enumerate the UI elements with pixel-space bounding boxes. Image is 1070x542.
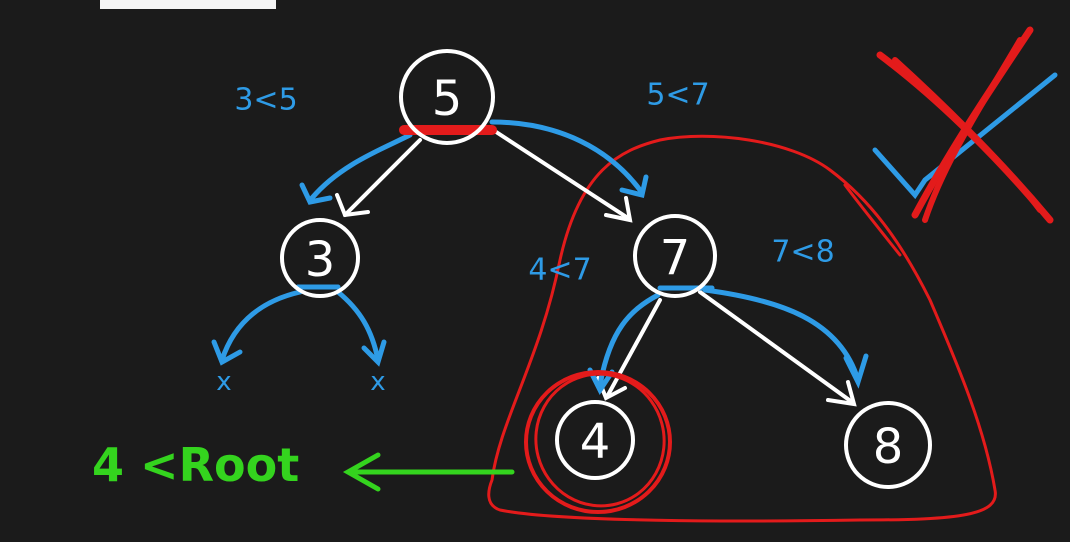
node-8-label: 8 [873, 419, 904, 475]
blue-arrow-5-right [489, 119, 643, 193]
cross-mark-icon [876, 26, 1054, 224]
comparison-5-lt-7: 5<7 [646, 78, 709, 113]
node-circle-8 [844, 401, 932, 489]
node-root-label: 5 [432, 71, 463, 127]
blue-arrow-5-left [309, 132, 413, 201]
node-4-label: 4 [580, 414, 611, 470]
blue-arrow-7-left [597, 292, 661, 388]
null-child-right: x [370, 367, 385, 397]
node-7-label: 7 [660, 230, 691, 286]
edge-7-to-8 [698, 290, 854, 404]
edge-7-to-8-head [826, 380, 857, 407]
blue-arrow-5-right-head [619, 174, 649, 199]
note-4-less-than-root: 4 <Root [92, 438, 299, 492]
node-circle-7 [633, 214, 717, 298]
subtree-outline [487, 134, 997, 523]
blue-arrow-5-left-head [299, 182, 333, 205]
whiteboard-smudge [100, 0, 276, 9]
green-arrow-left-head [342, 452, 381, 492]
blue-arrow-3-right [335, 289, 381, 363]
comparison-4-lt-7: 4<7 [528, 253, 591, 288]
check-mark-icon [872, 72, 1058, 200]
blue-arrow-7-left-head [587, 367, 615, 395]
edge-5-to-7 [488, 126, 630, 220]
blue-arrow-3-right-head [361, 339, 387, 367]
blue-arrow-7-right-head [843, 353, 869, 389]
highlight-circle-4-inner [534, 372, 666, 508]
node-circle-root [399, 49, 495, 145]
null-child-left: x [216, 367, 231, 397]
comparison-3-lt-5: 3<5 [234, 83, 297, 118]
blue-arrow-3-left [219, 289, 303, 363]
edge-5-to-7-head [604, 196, 633, 223]
blue-arrow-3-left-head [211, 339, 243, 366]
node-circle-3 [280, 218, 360, 298]
node-3-label: 3 [305, 232, 336, 288]
node-circle-4 [555, 400, 635, 480]
highlight-circle-4 [524, 370, 672, 514]
subtree-outline-tail [843, 183, 902, 257]
edge-5-to-3 [343, 138, 422, 217]
blue-arrow-7-right [702, 287, 861, 383]
comparison-7-lt-8: 7<8 [771, 235, 834, 270]
edge-5-to-3-head [335, 193, 370, 218]
edge-7-to-4 [606, 298, 662, 397]
